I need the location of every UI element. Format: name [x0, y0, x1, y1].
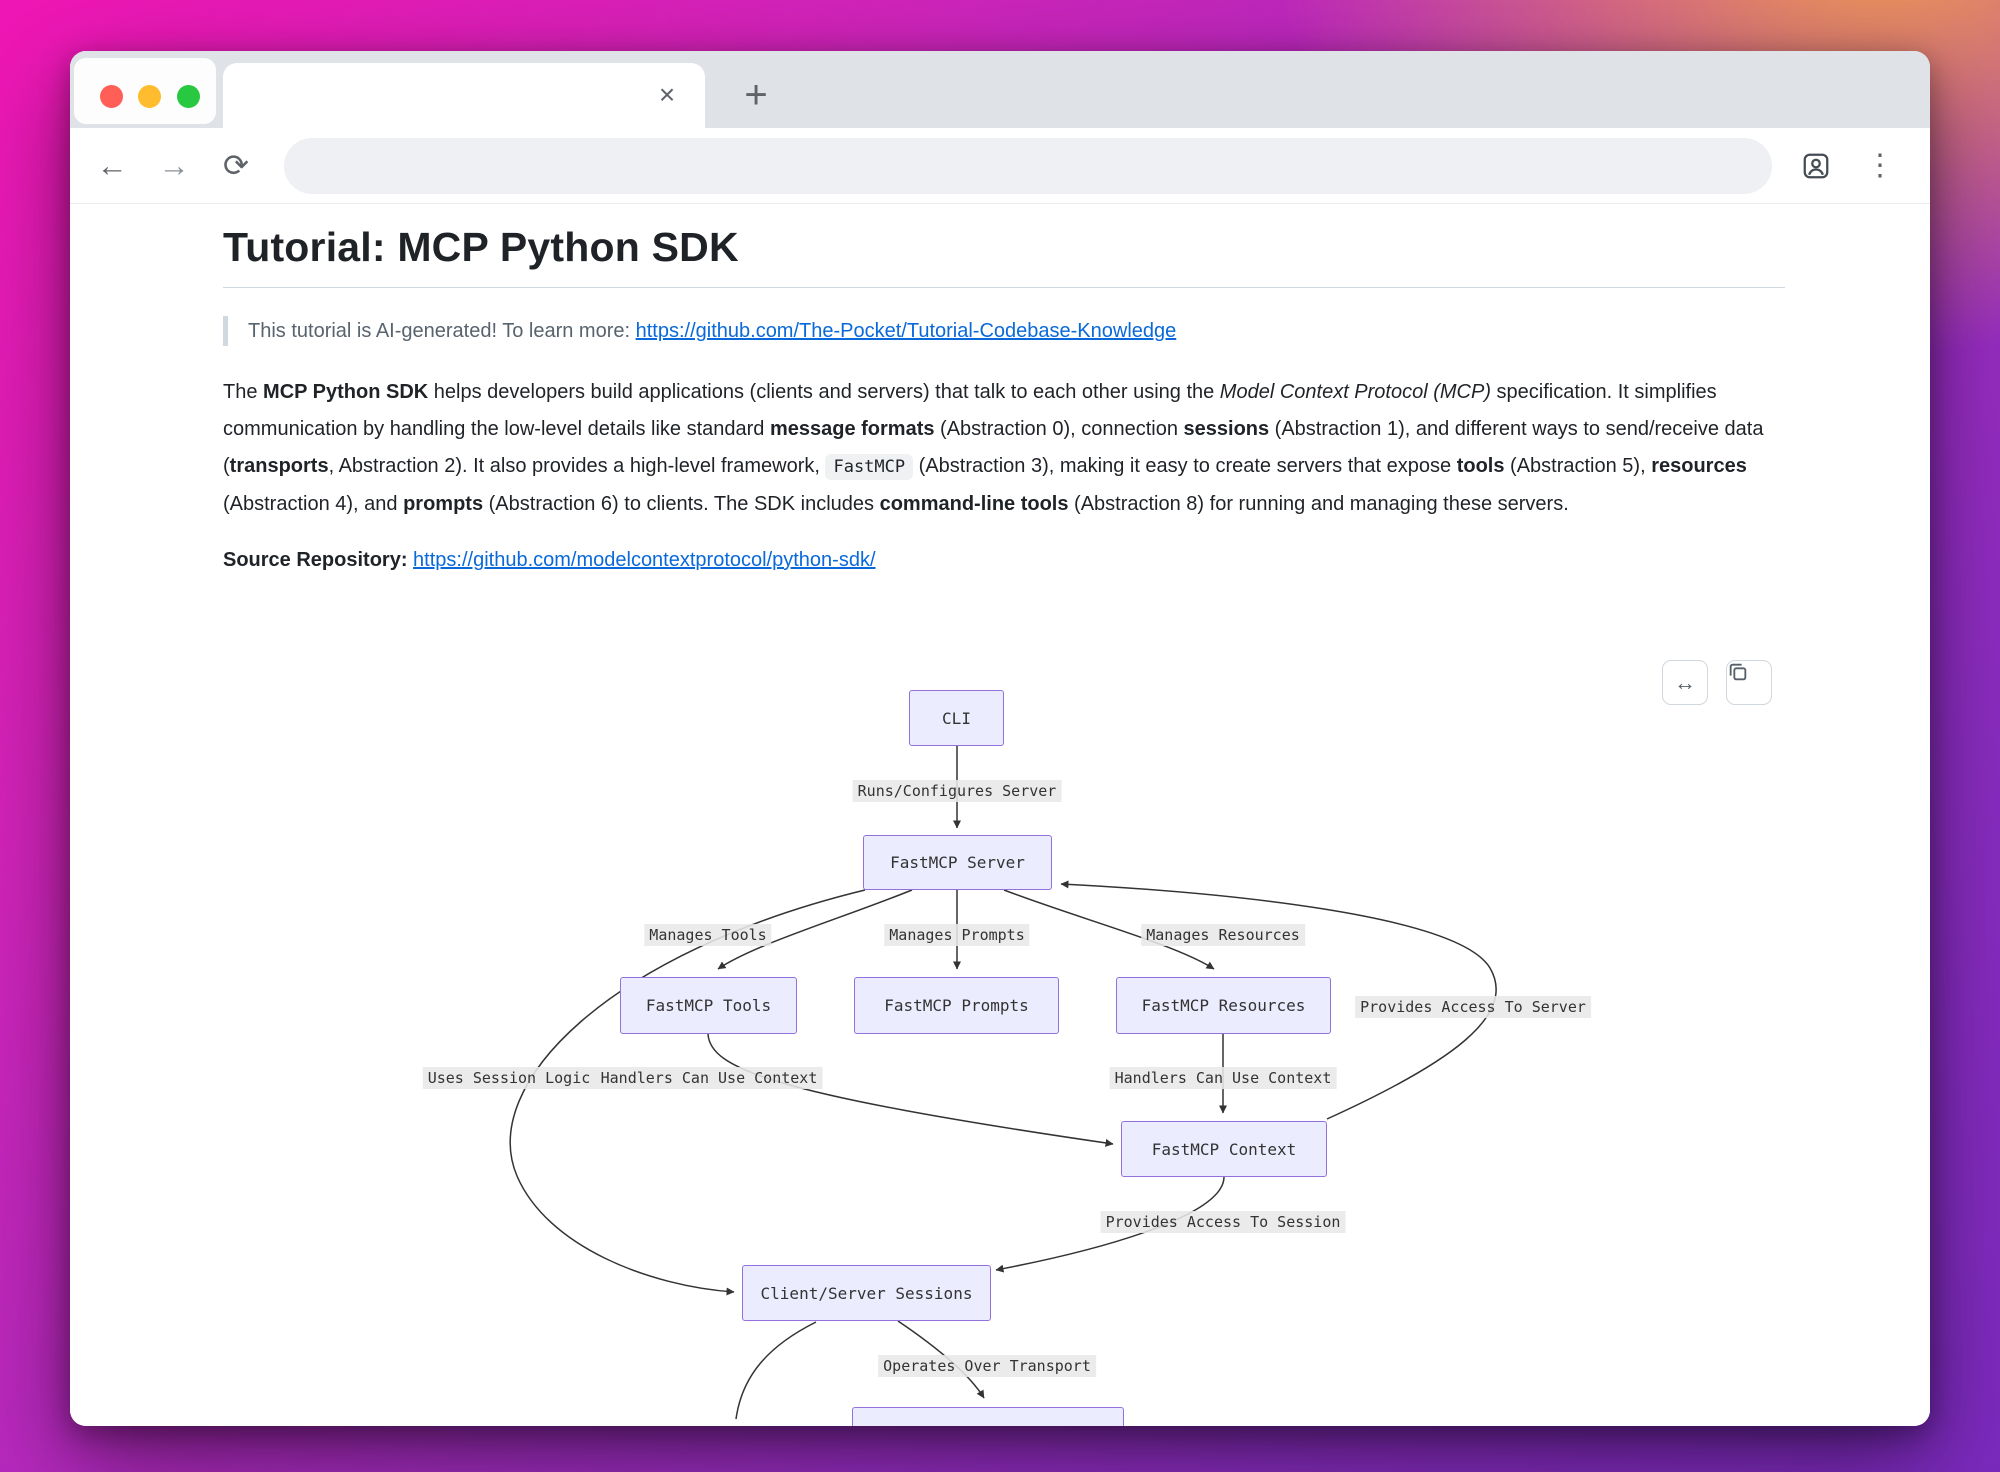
edge-label-provides-access-to-session: Provides Access To Session	[1100, 1211, 1346, 1233]
diagram-expand-button[interactable]: ↔	[1662, 660, 1708, 705]
node-transport-partial	[852, 1407, 1124, 1426]
intro-text: (Abstraction 6) to clients. The SDK incl…	[483, 493, 880, 515]
node-fastmcp-context: FastMCP Context	[1121, 1121, 1327, 1177]
intro-text: The	[223, 381, 264, 403]
edge-label-handlers-can-use-context-right: Handlers Can Use Context	[1109, 1067, 1337, 1089]
intro-bold: prompts	[403, 493, 484, 515]
node-fastmcp-resources: FastMCP Resources	[1116, 977, 1331, 1034]
minimize-window-button[interactable]	[138, 85, 161, 108]
page-title: Tutorial: MCP Python SDK	[223, 224, 1785, 288]
browser-tab[interactable]: ×	[223, 63, 705, 128]
intro-text: specification. It simplifies communicati…	[223, 381, 1717, 440]
intro-bold: resources	[1651, 455, 1747, 477]
edge-label-handlers-can-use-context-left: Handlers Can Use Context	[595, 1067, 823, 1089]
close-window-button[interactable]	[100, 85, 123, 108]
intro-text: (Abstraction 8) for running and managing…	[1068, 493, 1569, 515]
callout-text: This tutorial is AI-generated! To learn …	[248, 320, 636, 342]
node-fastmcp-prompts: FastMCP Prompts	[854, 977, 1059, 1034]
fastmcp-code-chip: FastMCP	[825, 454, 914, 480]
zoom-window-button[interactable]	[177, 85, 200, 108]
back-icon[interactable]: ←	[96, 147, 128, 183]
profile-icon[interactable]	[1794, 144, 1838, 188]
intro-text: (Abstraction 0), connection	[934, 418, 1184, 440]
intro-bold: tools	[1456, 455, 1505, 477]
new-tab-button[interactable]: +	[744, 72, 768, 117]
tutorial-knowledge-link[interactable]: https://github.com/The-Pocket/Tutorial-C…	[635, 320, 1177, 342]
intro-text: helps developers build applications (cli…	[428, 381, 1220, 403]
edge-label-provides-access-to-server: Provides Access To Server	[1355, 996, 1591, 1018]
intro-text: , Abstraction 2). It also provides a hig…	[328, 455, 826, 477]
intro-text: (Abstraction 4), and	[223, 493, 404, 515]
intro-bold: transports	[229, 455, 329, 477]
source-repository-link[interactable]: https://github.com/modelcontextprotocol/…	[413, 549, 876, 571]
reload-icon[interactable]: ⟳	[223, 147, 249, 183]
intro-bold: message formats	[769, 418, 935, 440]
intro-bold: sessions	[1183, 418, 1270, 440]
page-content: Tutorial: MCP Python SDK This tutorial i…	[70, 204, 1930, 1426]
edge-label-operates-over-transport: Operates Over Transport	[878, 1355, 1096, 1377]
intro-text: (Abstraction 3), making it easy to creat…	[913, 455, 1457, 477]
article: Tutorial: MCP Python SDK This tutorial i…	[70, 204, 1930, 572]
intro-bold: MCP Python SDK	[263, 381, 429, 403]
edge-label-manages-resources: Manages Resources	[1141, 924, 1305, 946]
address-bar[interactable]	[284, 137, 1772, 194]
source-repository-line: Source Repository: https://github.com/mo…	[223, 549, 1785, 572]
intro-bold: command-line tools	[879, 493, 1069, 515]
intro-text: (Abstraction 1), and different ways to s…	[223, 418, 1764, 477]
edge-label-runs-configures-server: Runs/Configures Server	[852, 780, 1062, 802]
forward-icon[interactable]: →	[158, 147, 190, 183]
copy-icon	[1729, 663, 1747, 681]
node-cli: CLI	[909, 690, 1004, 746]
diagram-copy-button[interactable]	[1726, 660, 1772, 705]
intro-paragraph: The MCP Python SDK helps developers buil…	[223, 374, 1785, 523]
edge-label-manages-tools: Manages Tools	[644, 924, 772, 946]
intro-text: (Abstraction 5),	[1504, 455, 1652, 477]
source-repository-label: Source Repository:	[223, 549, 408, 571]
node-fastmcp-tools: FastMCP Tools	[620, 977, 797, 1034]
browser-window: × + ← → ⟳ ⋮ Tutorial: MCP Python SDK	[70, 51, 1930, 1426]
browser-toolbar: ← → ⟳ ⋮	[70, 128, 1930, 204]
ai-generated-callout: This tutorial is AI-generated! To learn …	[223, 316, 1785, 346]
edge-label-uses-session-logic: Uses Session Logic	[422, 1067, 596, 1089]
tab-strip: × +	[70, 51, 1930, 128]
edge-label-manages-prompts: Manages Prompts	[884, 924, 1030, 946]
intro-italic: Model Context Protocol (MCP)	[1219, 381, 1491, 403]
traffic-light-group	[74, 58, 216, 124]
node-client-server-sessions: Client/Server Sessions	[742, 1265, 991, 1321]
node-fastmcp-server: FastMCP Server	[863, 835, 1052, 890]
tab-close-icon[interactable]: ×	[658, 79, 676, 110]
browser-menu-icon[interactable]: ⋮	[1865, 149, 1895, 182]
